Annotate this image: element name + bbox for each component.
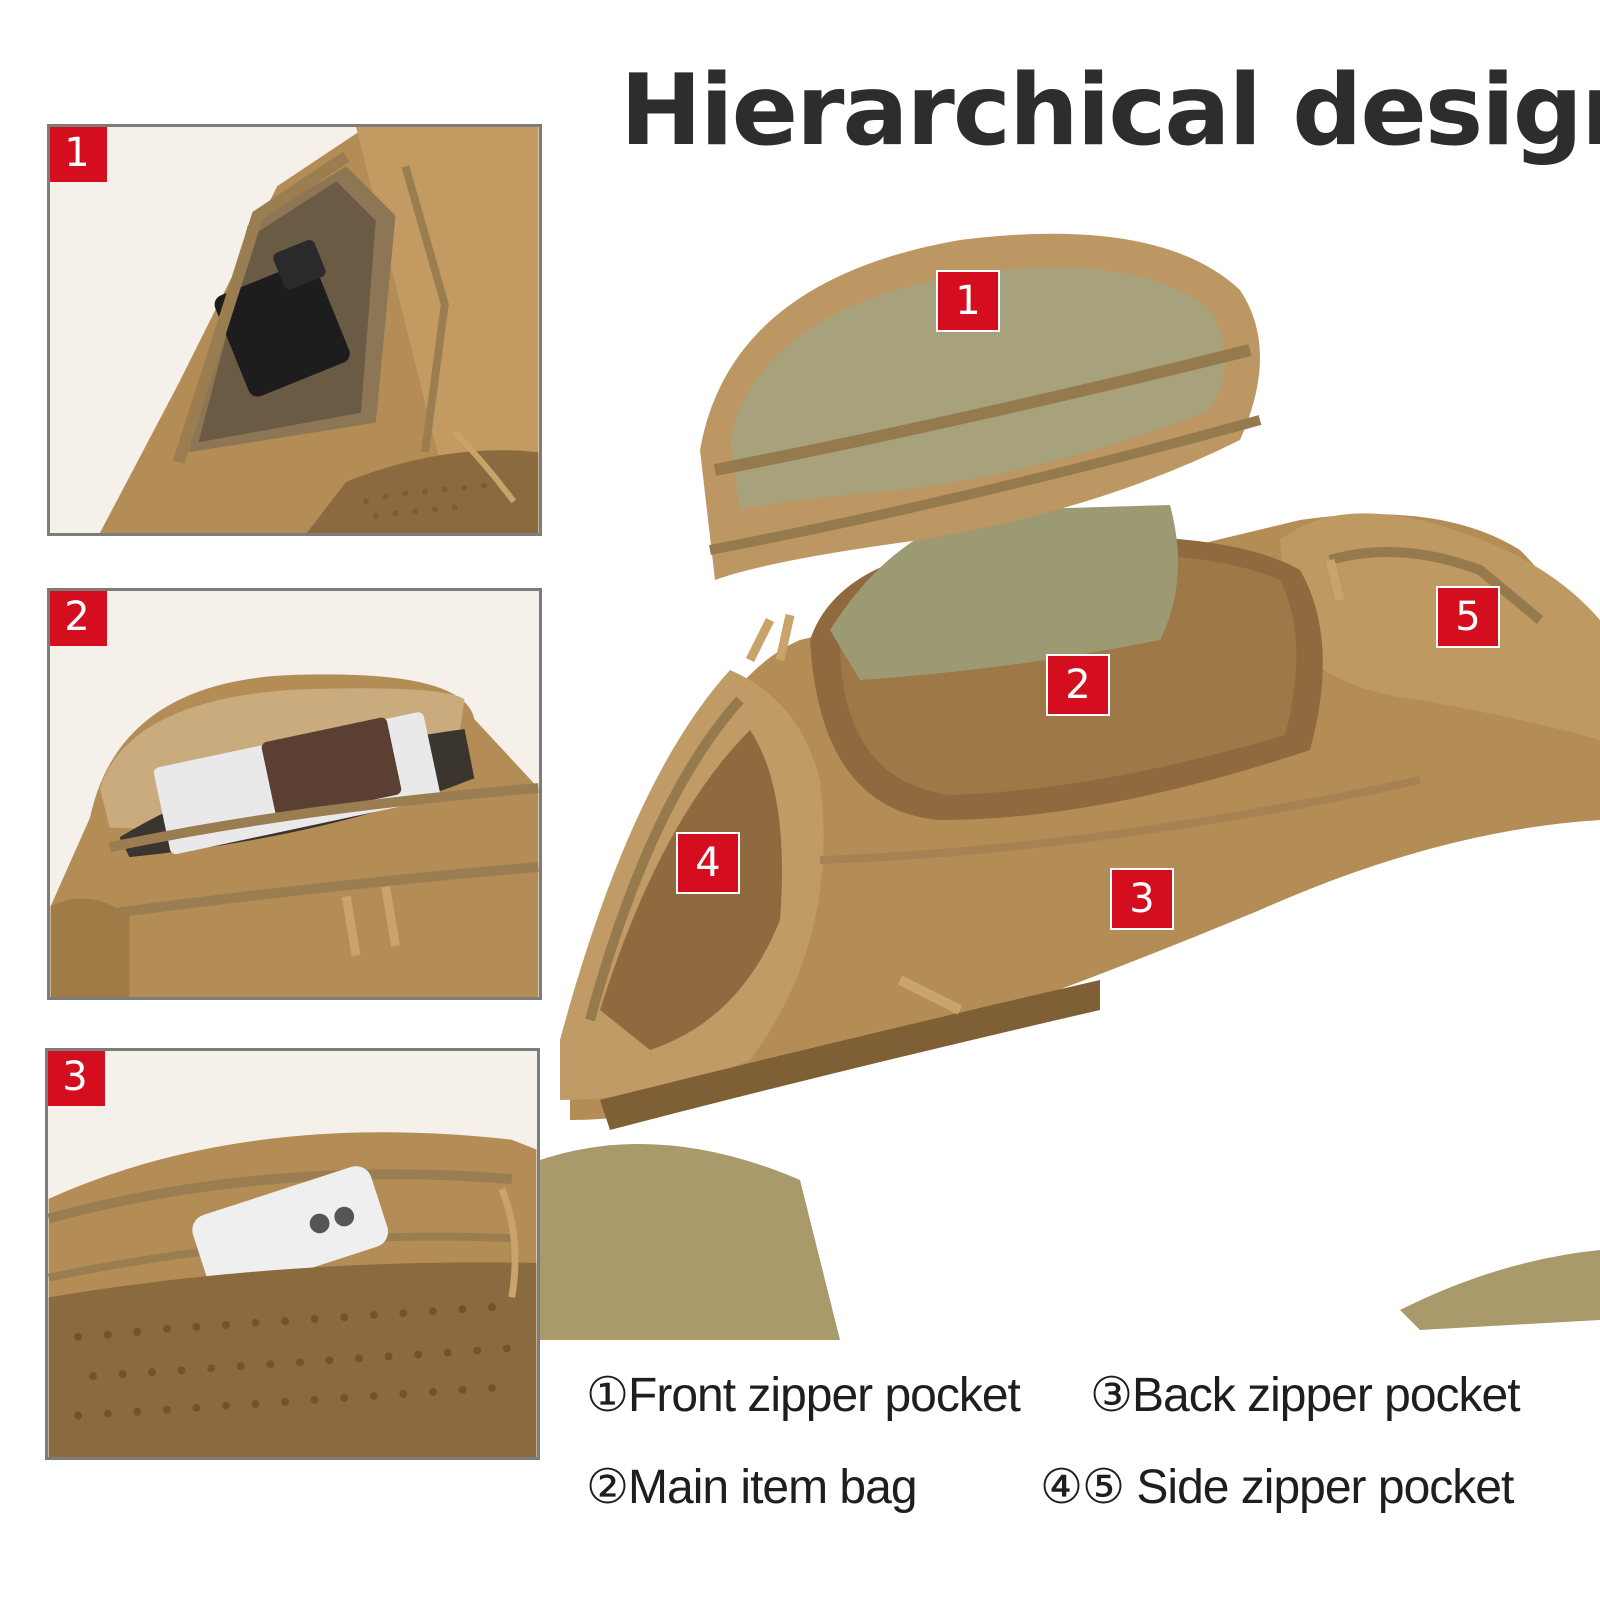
thumbnail-front-pocket: 1 [47, 124, 542, 536]
page-title: Hierarchical design [620, 54, 1600, 168]
legend-front-zipper-pocket: ①Front zipper pocket [586, 1369, 1021, 1422]
marker-back-pocket: 3 [1112, 870, 1172, 928]
hero-bag-photo [540, 220, 1600, 1340]
legend-back-zipper-pocket: ③Back zipper pocket [1090, 1369, 1521, 1422]
legend-main-item-bag: ②Main item bag [586, 1461, 918, 1514]
thumbnail-badge: 3 [48, 1051, 105, 1106]
marker-side-pocket-4: 4 [678, 834, 738, 892]
waist-bag-illustration [540, 233, 1600, 1340]
thumbnail-back-pocket: 3 [45, 1048, 540, 1460]
main-compartment-photo [50, 591, 539, 997]
marker-main-bag: 2 [1048, 656, 1108, 714]
thumbnail-badge: 1 [50, 127, 107, 182]
front-pocket-photo [50, 127, 539, 533]
thumbnail-badge: 2 [50, 591, 107, 646]
thumbnail-main-compartment: 2 [47, 588, 542, 1000]
marker-front-pocket: 1 [938, 272, 998, 330]
marker-side-pocket-5: 5 [1438, 588, 1498, 646]
legend-side-zipper-pocket: ④⑤ Side zipper pocket [1040, 1461, 1514, 1514]
back-pocket-photo [48, 1051, 537, 1457]
